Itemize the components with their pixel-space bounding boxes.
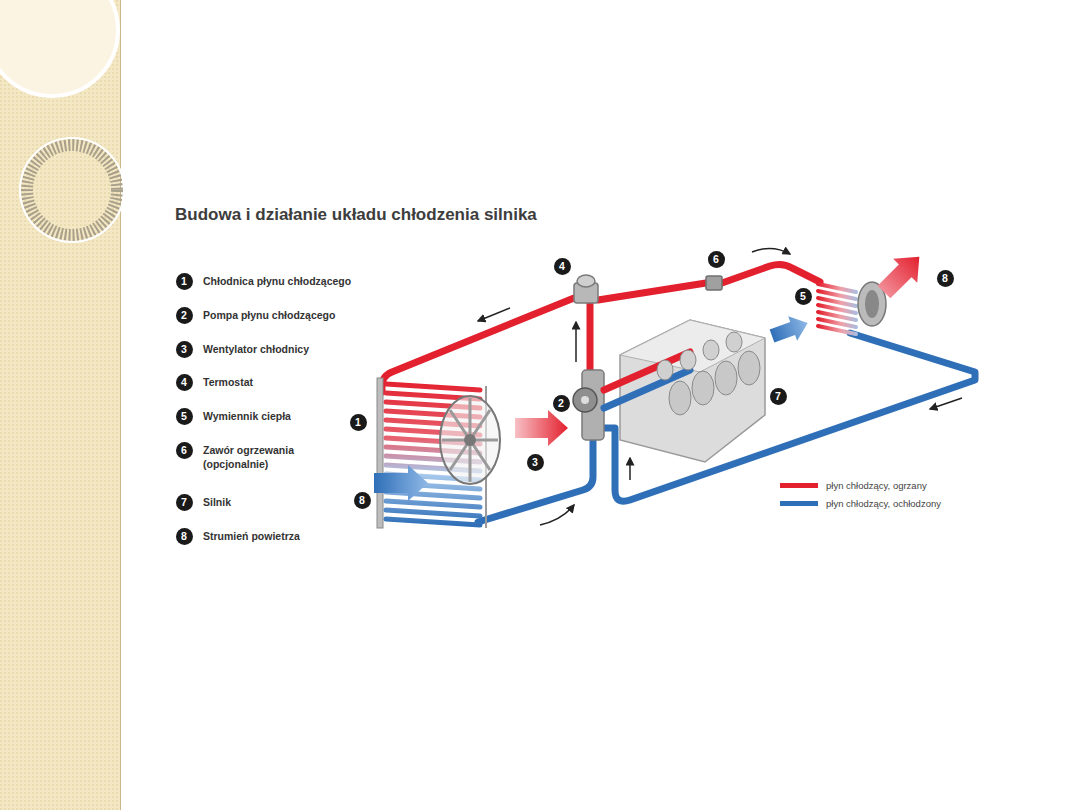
part-name: Chłodnica płynu chłodzącego <box>203 274 351 288</box>
callout-text: 8 <box>181 531 187 542</box>
callout-text: 8 <box>359 495 365 506</box>
engine-cylinder <box>657 360 673 380</box>
part-name: Strumień powietrza <box>203 529 300 543</box>
callout-text: 5 <box>181 411 187 422</box>
heater-core <box>818 284 856 334</box>
callout-text: 6 <box>713 254 719 265</box>
callout-number: 1 <box>350 414 367 431</box>
engine-cylinder <box>680 350 696 370</box>
callout-text: 1 <box>181 276 187 287</box>
ornament-ring <box>20 138 124 242</box>
heater-valve <box>706 276 722 290</box>
callout-text: 7 <box>181 497 187 508</box>
radiator-tank <box>377 378 383 528</box>
hot-pipe <box>587 303 594 370</box>
hot-pipe <box>722 264 820 283</box>
callout-number: 7 <box>176 494 193 511</box>
callout-text: 8 <box>942 273 948 284</box>
pump-hub <box>581 396 589 404</box>
part-name: Silnik <box>203 495 231 509</box>
callout-text: 7 <box>775 391 781 402</box>
flow-arrow <box>575 322 577 362</box>
part-name: Zawór ogrzewania (opcjonalnie) <box>203 443 315 471</box>
engine-cylinder <box>738 351 760 385</box>
fan-blades <box>442 398 498 482</box>
engine-cylinder <box>715 361 737 395</box>
flow-arrow <box>930 398 962 409</box>
callout-number: 3 <box>527 454 544 471</box>
callout-text: 1 <box>355 417 361 428</box>
engine-cylinder <box>669 381 691 415</box>
ornament-circle <box>0 0 118 96</box>
part-name: Pompa płynu chłodzącego <box>203 308 335 322</box>
diagram-title: Budowa i działanie układu chłodzenia sil… <box>175 205 537 225</box>
callout-text: 3 <box>181 344 187 355</box>
callout-text: 3 <box>532 457 538 468</box>
hot-pipe <box>598 283 706 300</box>
legend-swatch <box>780 501 818 506</box>
callout-number: 4 <box>176 374 193 391</box>
engine-cylinder <box>726 332 742 352</box>
callout-number: 5 <box>795 288 812 305</box>
callout-number: 2 <box>176 307 193 324</box>
side-band-edge <box>120 0 121 810</box>
part-name: Wymiennik ciepła <box>203 409 291 423</box>
flow-arrow <box>752 248 790 254</box>
callout-number: 6 <box>708 251 725 268</box>
callout-number: 5 <box>176 408 193 425</box>
part-name: Termostat <box>203 375 253 389</box>
callout-text: 6 <box>181 445 187 456</box>
callout-text: 4 <box>559 261 565 272</box>
cool-air-arrow <box>768 311 813 348</box>
callout-number: 1 <box>176 273 193 290</box>
legend-text: płyn chłodzący, ogrzany <box>826 480 927 492</box>
flow-arrow <box>629 458 631 480</box>
callout-number: 3 <box>176 341 193 358</box>
callout-text: 4 <box>181 377 187 388</box>
pump-wheel <box>573 388 597 412</box>
flow-arrow <box>540 505 574 525</box>
callout-text: 2 <box>558 398 564 409</box>
legend-text: płyn chłodzący, ochłodzony <box>826 498 941 510</box>
thermostat-cap <box>577 275 595 287</box>
callout-number: 8 <box>937 270 954 287</box>
fan-ring <box>440 396 500 484</box>
warm-air-arrow <box>515 410 568 446</box>
fan-hub <box>464 434 476 446</box>
callout-number: 4 <box>554 258 571 275</box>
part-name: Wentylator chłodnicy <box>203 342 309 356</box>
callout-number: 8 <box>354 492 371 509</box>
legend-swatch <box>780 483 818 488</box>
callout-number: 2 <box>553 395 570 412</box>
cool-air-arrow <box>374 465 428 501</box>
ornament-ring <box>27 145 117 235</box>
heater-blower-hub <box>865 290 879 318</box>
side-band <box>0 0 120 810</box>
callout-text: 5 <box>800 291 806 302</box>
callout-number: 8 <box>176 528 193 545</box>
callout-text: 2 <box>181 310 187 321</box>
engine-cylinder <box>703 340 719 360</box>
warm-air-arrow <box>872 245 931 304</box>
flow-arrow <box>478 308 510 321</box>
hot-pipe <box>382 298 574 392</box>
callout-number: 6 <box>176 442 193 459</box>
callout-number: 7 <box>770 388 787 405</box>
engine-cylinder <box>692 371 714 405</box>
